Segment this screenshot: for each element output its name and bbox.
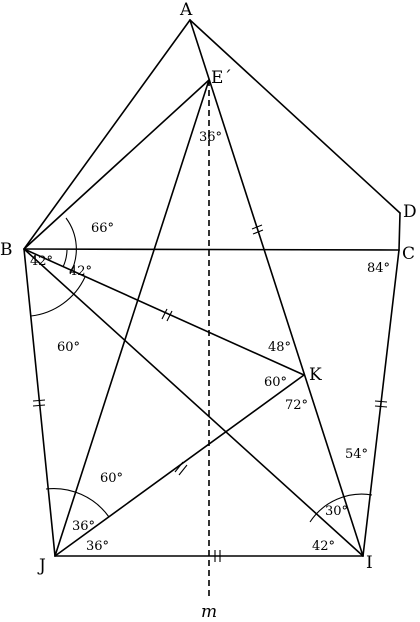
point-label-A: A [179, 0, 193, 20]
angle-label-K-60: 60° [264, 375, 287, 390]
angle-label-I-54: 54° [345, 447, 368, 462]
segment-CI [362, 249, 400, 557]
segment-EJ [54, 79, 210, 557]
segment-BC [23, 248, 400, 251]
angle-label-J-36-lower: 36° [86, 539, 109, 554]
tick-mark-KJ [174, 461, 188, 476]
segment-AI [189, 19, 364, 557]
angle-label-K-72: 72° [285, 398, 308, 413]
angle-label-J-60: 60° [100, 471, 123, 486]
segment-BI [23, 248, 364, 557]
segment-DC [398, 212, 401, 251]
angle-label-J-36-upper: 36° [72, 519, 95, 534]
segment-BJ [23, 248, 56, 557]
angle-arc-J-60 [45, 488, 110, 518]
angle-label-K-48: 48° [268, 340, 291, 355]
angle-arc-B-60 [30, 276, 86, 317]
segment-BE [23, 79, 210, 250]
tick-mark-BK [161, 308, 173, 322]
point-label-B: B [0, 240, 13, 260]
angle-label-I-30: 30° [325, 504, 348, 519]
angle-label-B-42-inner: 42° [69, 264, 92, 279]
tick-mark-AI [251, 224, 264, 235]
point-label-I: I [366, 553, 373, 573]
angle-label-I-42: 42° [312, 539, 335, 554]
tick-mark-BJ [32, 399, 46, 407]
segment-BK [23, 248, 305, 376]
axis-label-m: m [201, 602, 217, 622]
angle-label-C-84: 84° [367, 261, 390, 276]
angle-label-B-42-left: 42° [30, 254, 53, 269]
angle-arc-B-42 [62, 249, 68, 268]
segment-AB [23, 19, 191, 250]
point-label-E: E´ [211, 68, 232, 88]
angle-arc-I-54 [309, 493, 373, 523]
angle-label-B-60: 60° [57, 340, 80, 355]
tick-mark-CI [374, 400, 388, 408]
tick-mark-JI [214, 550, 221, 562]
angle-label-B-66: 66° [91, 221, 114, 236]
segment-AD [189, 19, 401, 214]
point-label-K: K [309, 365, 322, 385]
angle-arc-B-66 [65, 217, 77, 275]
angle-label-E-36: 36° [199, 130, 222, 145]
point-label-J: J [37, 556, 46, 576]
point-label-C: C [402, 244, 415, 264]
point-label-D: D [403, 202, 417, 222]
